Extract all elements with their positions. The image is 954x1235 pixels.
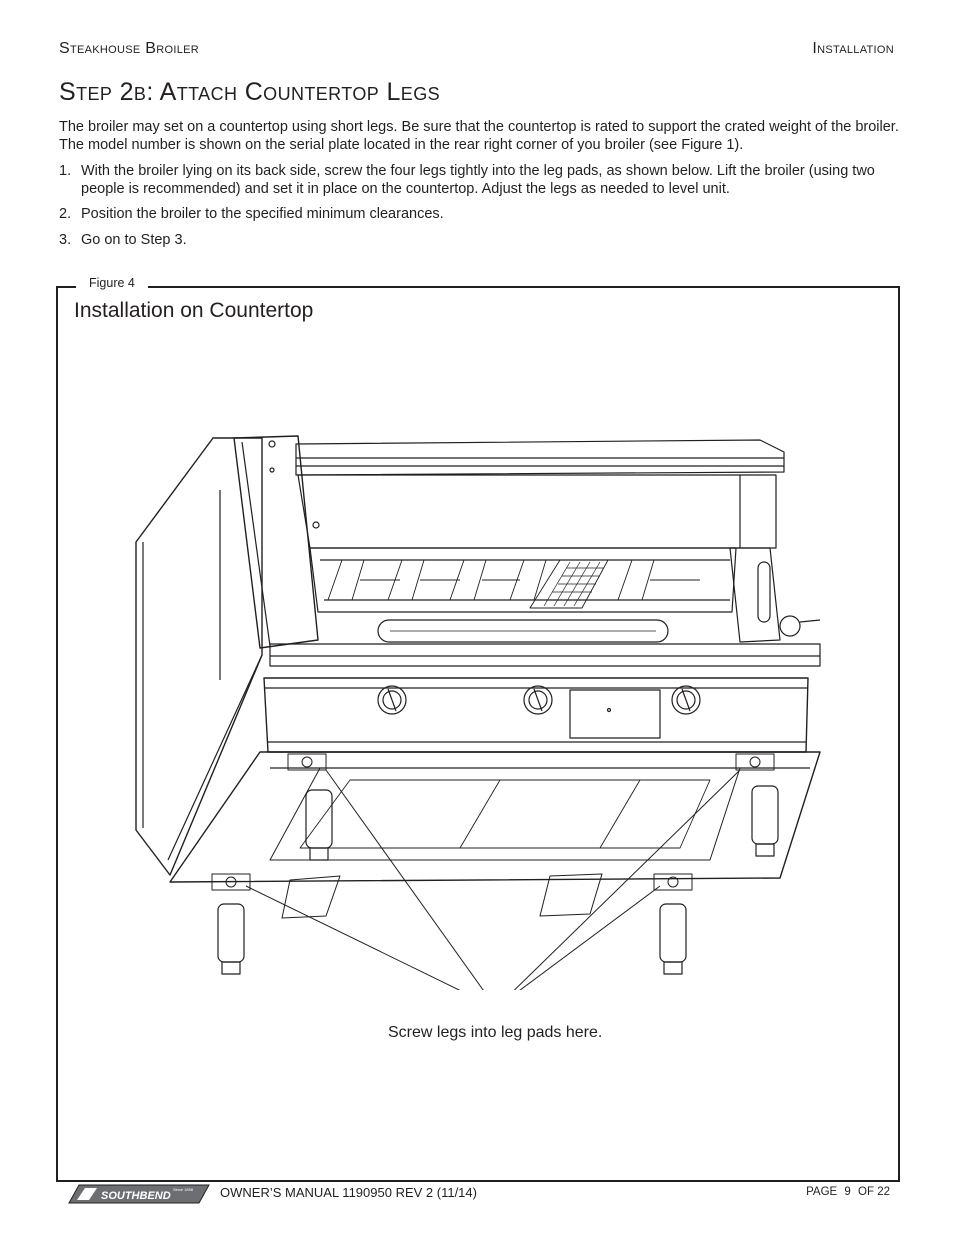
section-title: Step 2b: Attach Countertop Legs (59, 78, 440, 106)
leg-pad (287, 753, 327, 771)
footer-manual-ref: OWNER’S MANUAL 1190950 REV 2 (11/14) (220, 1185, 477, 1200)
running-header-left: Steakhouse Broiler (59, 40, 199, 57)
broiler-line-drawing (135, 435, 821, 990)
running-header-right: Installation (812, 40, 894, 57)
broiler-leg (751, 785, 779, 857)
control-knob-center (523, 685, 553, 715)
figure-caption: Screw legs into leg pads here. (388, 1024, 603, 1041)
logo-wordmark: SOUTHBEND (101, 1190, 171, 1202)
page-of: OF 22 (858, 1186, 890, 1198)
broiler-leg (305, 789, 333, 861)
step-item: 1. With the broiler lying on its back si… (59, 163, 899, 198)
figure-frame (56, 286, 900, 1182)
leg-pad (735, 753, 775, 771)
step-text: Go on to Step 3. (81, 232, 187, 248)
step-item: 3. Go on to Step 3. (59, 232, 899, 250)
southbend-logo: SOUTHBEND Since 1898 (68, 1184, 210, 1204)
broiler-leg (659, 903, 687, 975)
leg-pad (653, 873, 693, 891)
step-text: With the broiler lying on its back side,… (81, 163, 875, 197)
logo-since: Since 1898 (173, 1187, 194, 1192)
step-item: 2. Position the broiler to the specified… (59, 206, 899, 224)
step-number: 1. (59, 163, 72, 179)
broiler-leg (217, 903, 245, 975)
figure-label: Figure 4 (76, 276, 148, 290)
step-number: 3. (59, 232, 72, 248)
intro-paragraph: The broiler may set on a countertop usin… (59, 119, 899, 153)
control-knob-right (671, 685, 701, 715)
control-knob-left (377, 685, 407, 715)
leg-pad (211, 873, 251, 891)
step-text: Position the broiler to the specified mi… (81, 206, 444, 222)
page-num: 9 (844, 1186, 851, 1198)
callout-leaders (245, 769, 741, 990)
step-number: 2. (59, 206, 72, 222)
footer-page-number: PAGE 9 OF 22 (804, 1186, 892, 1198)
page-word: PAGE (806, 1186, 838, 1198)
figure-title: Installation on Countertop (74, 299, 314, 322)
